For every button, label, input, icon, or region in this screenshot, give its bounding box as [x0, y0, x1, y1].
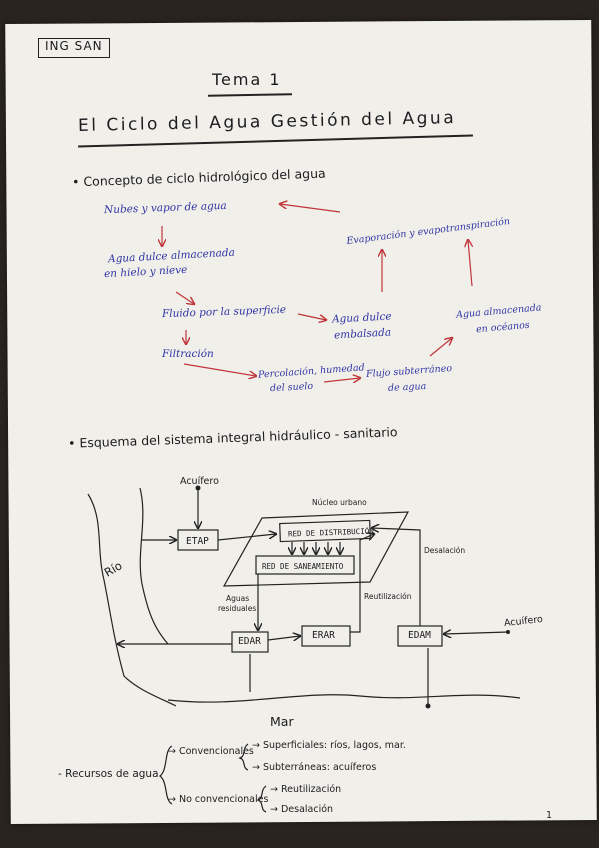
wastewater-label: Aguas: [226, 594, 250, 603]
arrow-flow-to-reservoir: [297, 313, 326, 320]
erar-reuse-pipe: [350, 534, 374, 633]
sanitation-network-label: RED DE SANEAMIENTO: [262, 562, 344, 571]
desalination-side-label: Desalación: [424, 546, 466, 555]
aquifer-to-edam: [444, 632, 509, 634]
non-conventional-brace: [256, 785, 267, 813]
wastewater-label-2: residuales: [218, 604, 257, 613]
aquifer-right-point: [506, 630, 510, 634]
desalination-resource-label: → Desalación: [270, 804, 334, 815]
edar-box: [231, 631, 269, 653]
urban-core-label: Núcleo urbano: [312, 498, 367, 507]
edam-box: [397, 625, 443, 647]
arrow-percolation-to-underground: [323, 378, 360, 382]
sanitation-box: [255, 555, 355, 575]
aquifer-top-well: [195, 485, 201, 491]
resources-brace: [159, 745, 173, 805]
edar-to-erar: [267, 636, 300, 640]
conventional-brace: [238, 743, 249, 771]
filtration-label: Filtración: [162, 348, 214, 360]
arrow-ocean-up: [468, 240, 472, 287]
arrow-underground-to-ocean: [429, 338, 452, 357]
page-title: Tema 1: [212, 70, 282, 89]
distribution-box: [279, 519, 371, 543]
river-bank-right: [139, 487, 169, 645]
erar-label: ERAR: [312, 630, 335, 641]
sea-shoreline: [167, 694, 521, 703]
etap-label: ETAP: [186, 536, 209, 547]
sea-intake-point: [425, 703, 431, 709]
arrow-evap-to-clouds: [280, 204, 341, 213]
urban-core-area: [222, 511, 410, 587]
reuse-label: Reutilización: [364, 592, 412, 601]
etap-box: [177, 529, 219, 551]
course-tag-box: [38, 38, 110, 58]
erar-box: [301, 625, 351, 647]
reuse-resource-label: → Reutilización: [270, 784, 342, 795]
edam-label: EDAM: [408, 630, 431, 641]
sea-label: Mar: [270, 714, 294, 729]
page-number: 1: [546, 810, 553, 821]
conventional-label: → Convencionales: [168, 746, 254, 757]
water-resources-label: - Recursos de agua: [58, 768, 159, 780]
aquifer-top-label: Acuífero: [180, 476, 219, 487]
underground-resources-label: → Subterráneas: acuíferos: [252, 762, 377, 773]
course-tag: ING SAN: [45, 39, 103, 53]
edam-desalination-pipe: [372, 528, 421, 626]
arrow-filtration-to-percolation: [183, 363, 256, 376]
surface-resources-label: → Superficiales: ríos, lagos, mar.: [252, 740, 406, 751]
arrow-ice-to-flow: [175, 291, 194, 304]
edar-label: EDAR: [238, 636, 261, 647]
river-bank-left: [87, 493, 177, 707]
non-conventional-label: → No convencionales: [168, 794, 269, 805]
etap-to-distribution: [217, 534, 276, 541]
